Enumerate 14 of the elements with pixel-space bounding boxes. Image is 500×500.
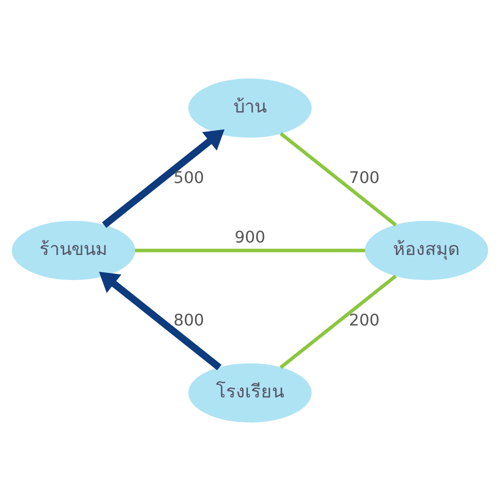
connector <box>280 274 397 368</box>
connector <box>134 248 366 252</box>
edge-label: 200 <box>349 310 380 330</box>
node-ellipse: ห้องสมุด <box>364 220 488 280</box>
edge-label: 500 <box>174 168 204 187</box>
edge-label: 900 <box>234 226 266 246</box>
node-ellipse: ร้านขนม <box>12 220 136 280</box>
edge-label: 700 <box>349 168 380 187</box>
connector <box>280 132 397 226</box>
arrow <box>98 271 222 370</box>
edge-label: 800 <box>174 310 204 330</box>
arrow <box>102 128 224 228</box>
node-ellipse: โรงเรียน <box>188 362 312 422</box>
node-ellipse: บ้าน <box>188 78 312 138</box>
